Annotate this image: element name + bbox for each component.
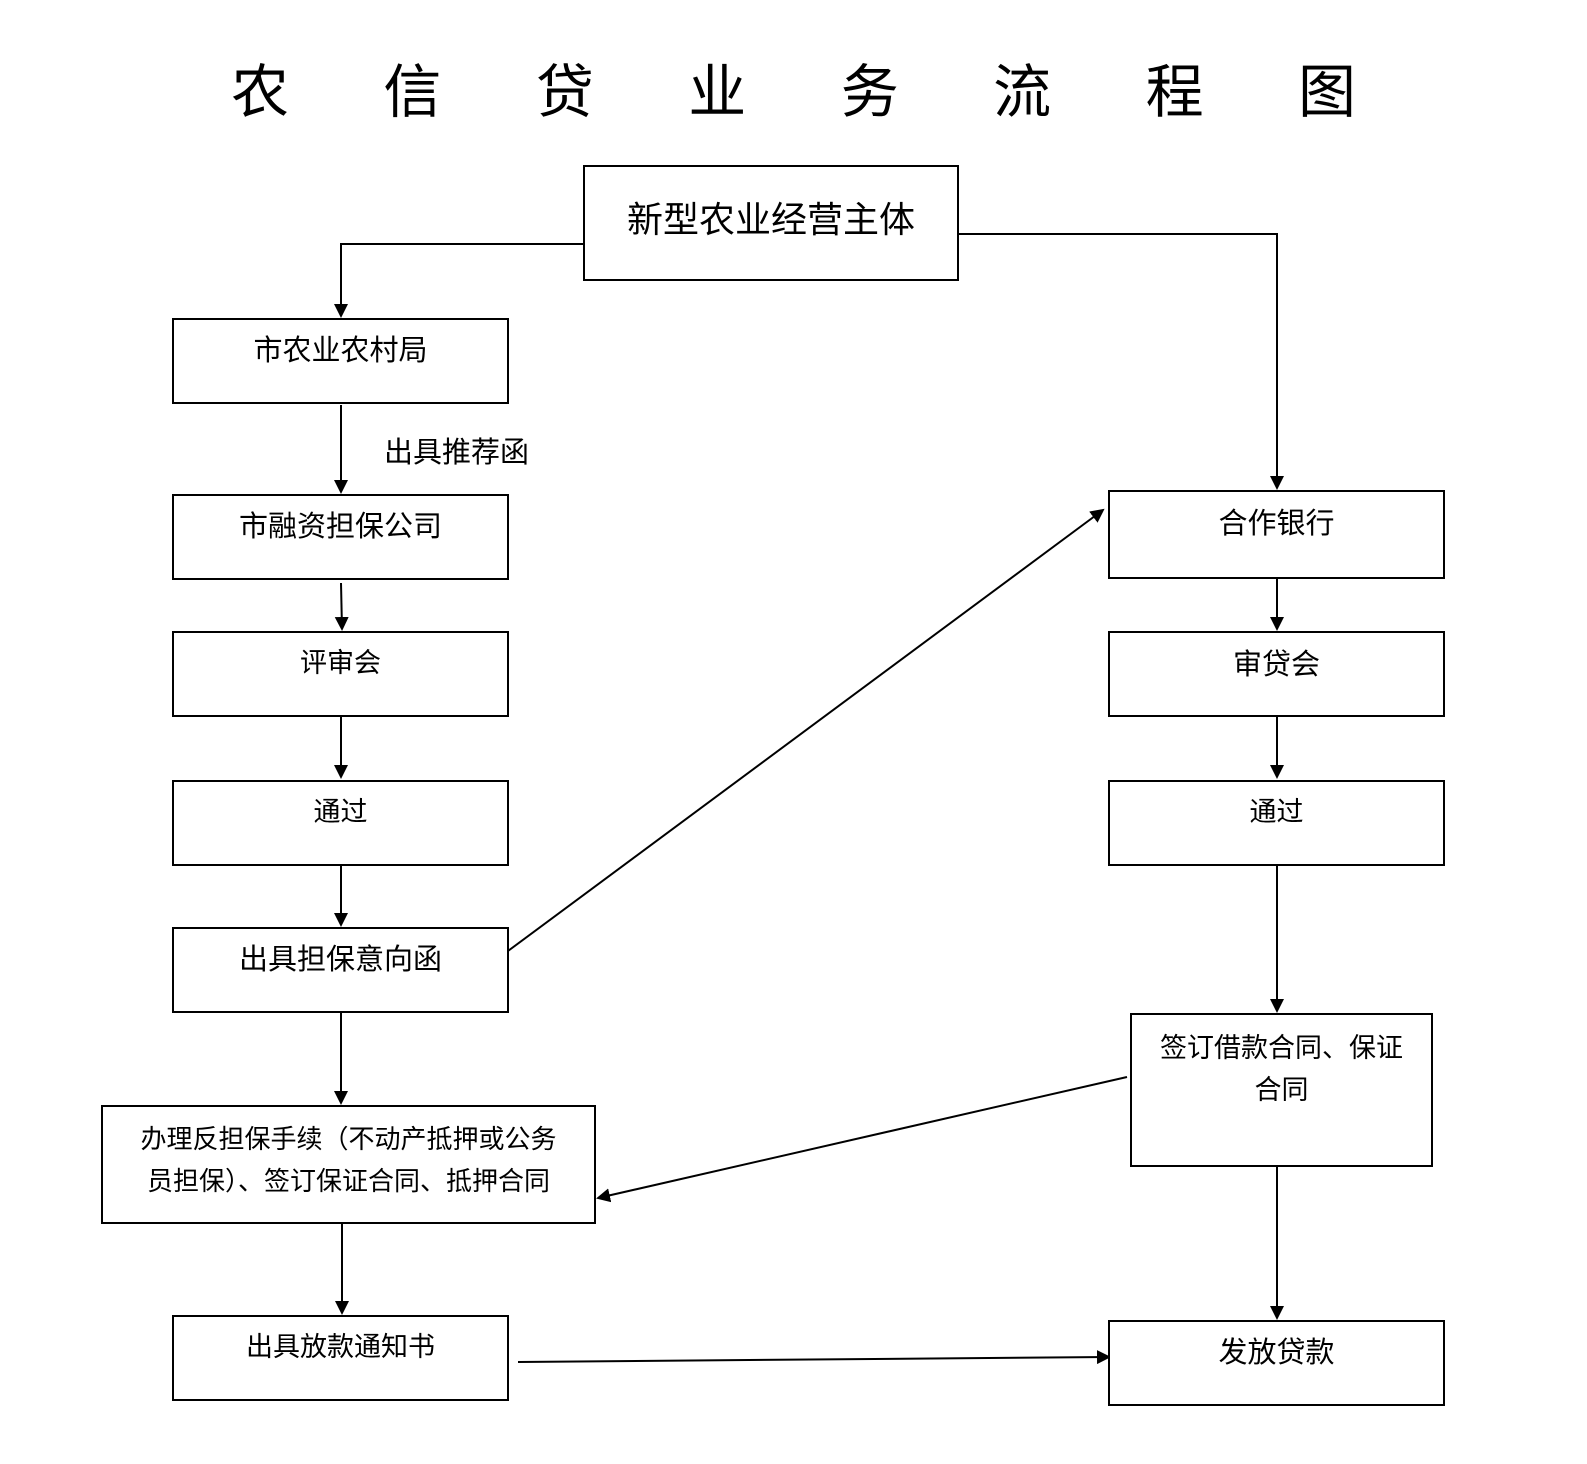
node-review-committee-label: 评审会	[300, 648, 381, 679]
node-loan-committee: 审贷会	[1108, 631, 1445, 717]
page-title: 农 信 贷 业 务 流 程 图	[230, 58, 1395, 126]
node-partner-bank: 合作银行	[1108, 490, 1445, 579]
arrow-entity-to-bureau	[334, 243, 583, 318]
node-pass-right-label: 通过	[1249, 797, 1304, 828]
node-disburse: 发放贷款	[1108, 1320, 1445, 1406]
node-pass-left: 通过	[172, 780, 509, 866]
node-loan-committee-label: 审贷会	[1232, 647, 1320, 681]
node-sign-contracts-label: 签订借款合同、保证 合同	[1160, 1033, 1403, 1106]
node-agri-bureau: 市农业农村局	[172, 318, 509, 404]
node-guarantee-company-label: 市融资担保公司	[238, 509, 442, 543]
edge-label-recommendation: 出具推荐函	[384, 435, 530, 469]
node-guarantee-intent-label: 出具担保意向函	[238, 942, 442, 976]
node-review-committee: 评审会	[172, 631, 509, 717]
node-agri-bureau-label: 市农业农村局	[253, 333, 428, 367]
arrow-entity-to-bank	[958, 233, 1284, 490]
arrow-notice-to-disburse	[517, 1350, 1111, 1365]
node-guarantee-intent: 出具担保意向函	[172, 927, 509, 1013]
node-main-entity: 新型农业经营主体	[583, 165, 959, 281]
node-counter-guarantee: 办理反担保手续（不动产抵押或公务 员担保）、签订保证合同、抵押合同	[101, 1105, 596, 1224]
node-main-entity-label: 新型农业经营主体	[626, 200, 915, 241]
arrow-guarantee-to-review	[334, 582, 349, 631]
node-disburse-label: 发放贷款	[1218, 1335, 1335, 1369]
node-counter-guarantee-label: 办理反担保手续（不动产抵押或公务 员担保）、签订保证合同、抵押合同	[140, 1125, 557, 1197]
node-sign-contracts: 签订借款合同、保证 合同	[1130, 1013, 1433, 1167]
arrow-intent-to-bank	[507, 508, 1105, 952]
node-loan-notice: 出具放款通知书	[172, 1315, 509, 1401]
node-loan-notice-label: 出具放款通知书	[246, 1332, 435, 1363]
node-pass-right: 通过	[1108, 780, 1445, 866]
node-partner-bank-label: 合作银行	[1218, 506, 1335, 540]
node-pass-left-label: 通过	[313, 797, 368, 828]
node-guarantee-company: 市融资担保公司	[172, 494, 509, 580]
arrow-contracts-to-counter	[596, 1076, 1128, 1203]
